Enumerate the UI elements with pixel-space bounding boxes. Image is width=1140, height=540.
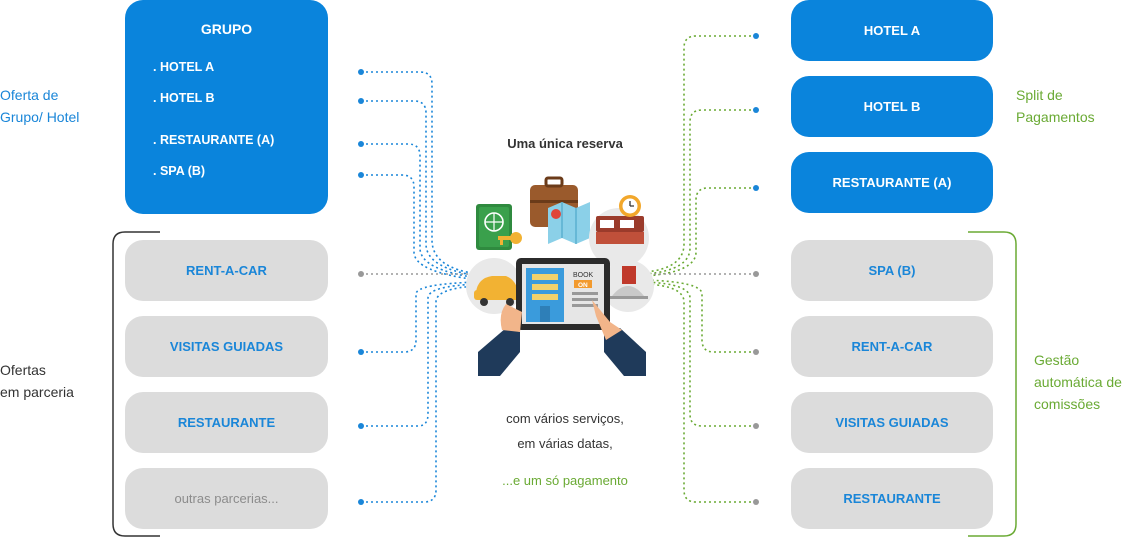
partner-box-visitas-guiadas: VISITAS GUIADAS bbox=[125, 316, 328, 377]
right-box-rent-a-car: RENT-A-CAR bbox=[791, 316, 993, 377]
hands-icon bbox=[478, 300, 646, 376]
connector-left-2 bbox=[361, 100, 479, 277]
right-box-spa-b: SPA (B) bbox=[791, 240, 993, 301]
dot-right-7 bbox=[753, 499, 759, 505]
label-commissions: Gestão automática de comissões bbox=[1034, 349, 1122, 415]
connector-right-1 bbox=[645, 35, 756, 273]
tablet-icon: BOOK ON bbox=[516, 258, 610, 330]
map-icon bbox=[548, 202, 590, 244]
group-title: GRUPO bbox=[200, 21, 253, 37]
right-box-hotel-a: HOTEL A bbox=[791, 0, 993, 61]
dot-right-1 bbox=[753, 33, 759, 39]
connector-left-6 bbox=[361, 283, 479, 427]
connector-left-3 bbox=[361, 143, 479, 279]
connector-left-5 bbox=[361, 281, 479, 353]
right-box-hotel-b: HOTEL B bbox=[791, 76, 993, 137]
connector-right-3 bbox=[645, 187, 756, 277]
connector-right-4 bbox=[645, 279, 756, 353]
headline: Uma única reserva bbox=[507, 136, 623, 151]
tablet-on-text: ON bbox=[578, 282, 588, 289]
group-item-hotel-b: . HOTEL B bbox=[153, 91, 215, 105]
car-icon bbox=[466, 258, 522, 314]
dot-right-3 bbox=[753, 185, 759, 191]
key-icon bbox=[498, 232, 522, 245]
connector-left-7 bbox=[361, 285, 479, 503]
center-line2: em várias datas, bbox=[517, 436, 613, 451]
label-commissions-line2: automática de bbox=[1034, 374, 1122, 390]
right-bracket bbox=[968, 231, 1017, 537]
dot-left-2 bbox=[358, 98, 364, 104]
center-line1: com vários serviços, bbox=[506, 411, 624, 426]
dot-left-3 bbox=[358, 141, 364, 147]
group-item-restaurante-a: . RESTAURANTE (A) bbox=[153, 133, 275, 147]
connector-left-4 bbox=[361, 174, 479, 281]
food-cloche-icon bbox=[602, 260, 654, 312]
group-box: GRUPO . HOTEL A . HOTEL B . RESTAURANTE … bbox=[125, 0, 328, 214]
connector-right-5 bbox=[645, 281, 756, 427]
dot-left-1 bbox=[358, 69, 364, 75]
label-commissions-line3: comissões bbox=[1034, 396, 1101, 412]
group-item-spa-b: . SPA (B) bbox=[153, 164, 206, 178]
dot-right-4 bbox=[753, 271, 759, 277]
label-partner-offers-line2: em parceria bbox=[0, 384, 74, 400]
label-split-payments: Split de Pagamentos bbox=[1016, 84, 1095, 128]
partner-box-rent-a-car: RENT-A-CAR bbox=[125, 240, 328, 301]
right-box-restaurante: RESTAURANTE bbox=[791, 468, 993, 529]
right-box-restaurante-a: RESTAURANTE (A) bbox=[791, 152, 993, 213]
label-split-line2: Pagamentos bbox=[1016, 109, 1095, 125]
bed-icon bbox=[589, 208, 649, 268]
passport-icon bbox=[476, 204, 512, 250]
dot-left-5 bbox=[358, 349, 364, 355]
dot-left-6 bbox=[358, 423, 364, 429]
right-box-visitas-guiadas: VISITAS GUIADAS bbox=[791, 392, 993, 453]
label-commissions-line1: Gestão bbox=[1034, 352, 1080, 368]
group-item-hotel-a: . HOTEL A bbox=[153, 60, 215, 74]
label-group-offer-line1: Oferta de bbox=[0, 87, 59, 103]
label-split-line1: Split de bbox=[1016, 87, 1063, 103]
label-partner-offers: Ofertas em parceria bbox=[0, 359, 74, 403]
left-bracket bbox=[112, 231, 160, 537]
center-line3: ...e um só pagamento bbox=[502, 473, 628, 488]
dot-right-5 bbox=[753, 349, 759, 355]
connector-right-6 bbox=[645, 283, 756, 503]
clock-icon bbox=[619, 195, 641, 217]
connector-right-2 bbox=[645, 109, 756, 275]
label-group-offer: Oferta de Grupo/ Hotel bbox=[0, 84, 79, 128]
dot-right-6 bbox=[753, 423, 759, 429]
dot-left-4 bbox=[358, 172, 364, 178]
partner-box-outras: outras parcerias... bbox=[125, 468, 328, 529]
dot-left-grey bbox=[358, 271, 364, 277]
dot-left-7 bbox=[358, 499, 364, 505]
label-group-offer-line2: Grupo/ Hotel bbox=[0, 109, 80, 125]
partner-box-restaurante: RESTAURANTE bbox=[125, 392, 328, 453]
tablet-book-text: BOOK bbox=[573, 272, 594, 279]
dot-right-2 bbox=[753, 107, 759, 113]
connector-left-1 bbox=[361, 71, 479, 275]
label-partner-offers-line1: Ofertas bbox=[0, 362, 46, 378]
